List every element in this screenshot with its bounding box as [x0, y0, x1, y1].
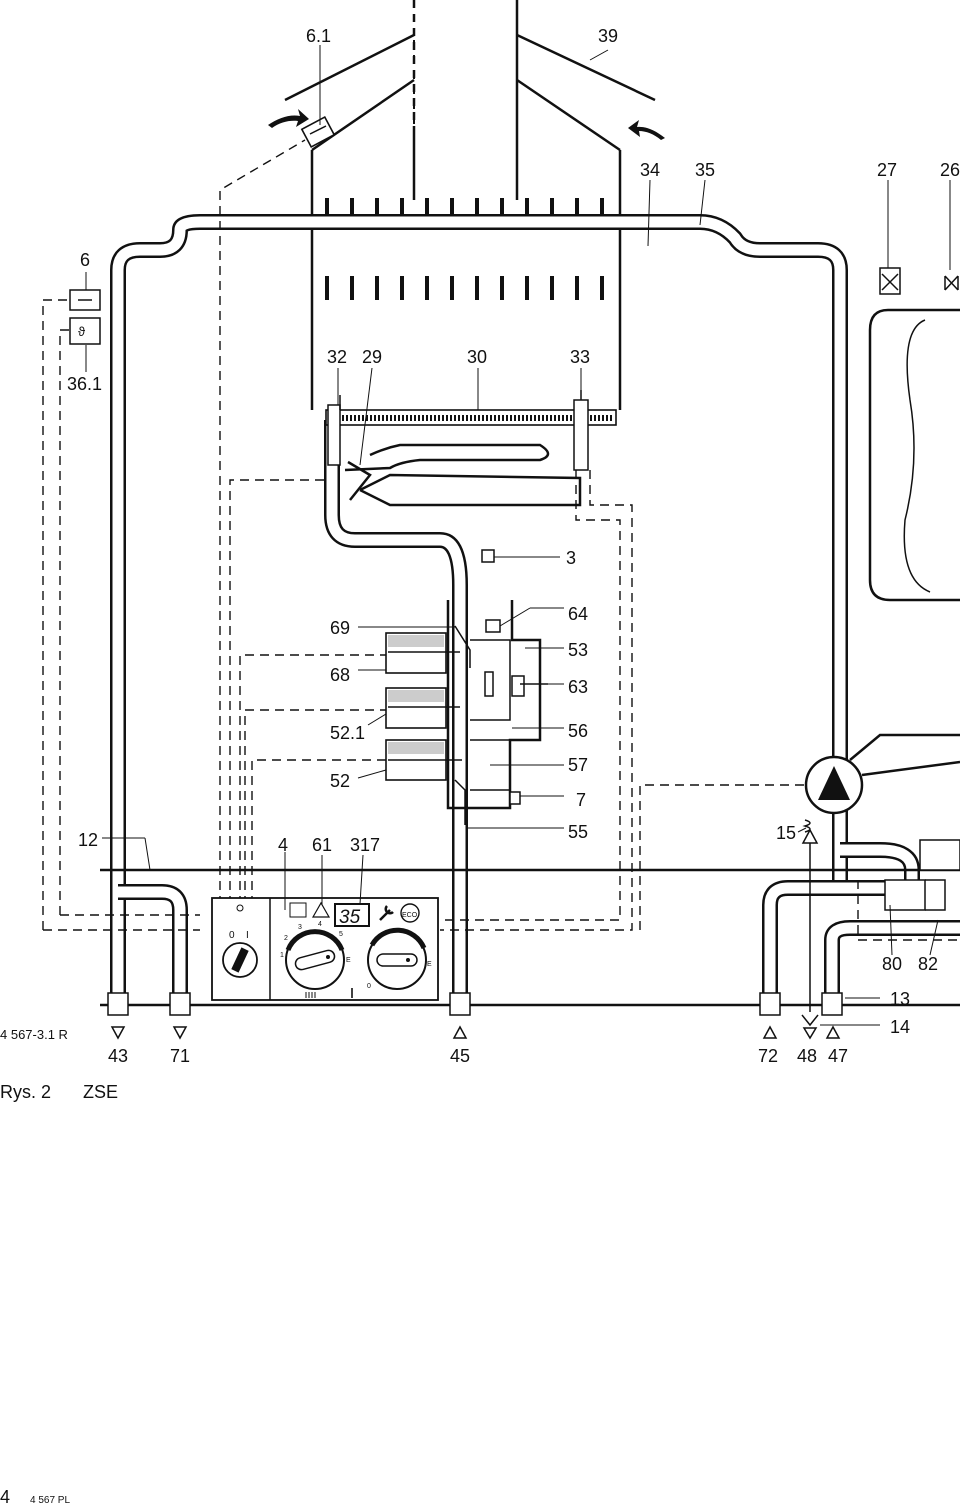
outlet-arrow-43: [110, 1026, 126, 1040]
dial1-mark-e: E: [346, 957, 351, 964]
label-45: 45: [450, 1046, 470, 1066]
label-43: 43: [108, 1046, 128, 1066]
flame-warning-icon: [311, 901, 331, 918]
safety-valve: [801, 819, 819, 1012]
label-6-1: 6.1: [306, 26, 331, 46]
airflow-arrow-right: [628, 120, 665, 140]
inlet-arrow-45: [452, 1025, 468, 1039]
control-panel: 0 I 35 ECO 1 2 3 4 5 E 0 E: [211, 897, 439, 1001]
label-69: 69: [330, 618, 350, 638]
label-55: 55: [568, 822, 588, 842]
label-317: 317: [350, 835, 380, 855]
pump-arrow-icon: [818, 766, 850, 800]
label-36-1: 36.1: [67, 374, 102, 394]
label-29: 29: [362, 347, 382, 367]
figure-caption: 4 567-3.1 R Rys. 2 ZSE 4 4 567 PL: [0, 1027, 118, 1507]
label-39: 39: [598, 26, 618, 46]
label-53: 53: [568, 640, 588, 660]
dial1-mark-1: 1: [280, 952, 284, 959]
control-wiring: [42, 139, 960, 941]
label-80: 80: [882, 954, 902, 974]
dial1-mark-5: 5: [339, 931, 343, 938]
flue-sensor-icon: [300, 115, 336, 149]
label-13: 13: [890, 989, 910, 1009]
ignition-electrode-icon: [327, 404, 341, 466]
label-35: 35: [695, 160, 715, 180]
label-7: 7: [576, 790, 586, 810]
label-64: 64: [568, 604, 588, 624]
label-4: 4: [278, 835, 288, 855]
label-72: 72: [758, 1046, 778, 1066]
label-57: 57: [568, 755, 588, 775]
temperature-limiter: ϑ: [69, 289, 101, 345]
outlet-arrow-71: [172, 1026, 188, 1040]
label-71: 71: [170, 1046, 190, 1066]
dial2-mark-0: 0: [367, 983, 371, 990]
service-icons: [289, 901, 331, 918]
page-number: 4: [0, 1487, 10, 1507]
label-32: 32: [327, 347, 347, 367]
temperature-sensor-icon: [69, 317, 101, 345]
label-34: 34: [640, 160, 660, 180]
label-47: 47: [828, 1046, 848, 1066]
leader-lines: [85, 45, 951, 1026]
expansion-vessel: [868, 267, 960, 602]
svg-text:ϑ: ϑ: [78, 324, 86, 339]
switch-on-label: I: [246, 930, 249, 941]
label-52-1: 52.1: [330, 723, 365, 743]
part-labels: 6.1 39 34 35 27 26 6 36.1 32 29 30 33 3 …: [67, 26, 960, 1066]
label-56: 56: [568, 721, 588, 741]
dial1-mark-3: 3: [298, 924, 302, 931]
temperature-display: [334, 903, 370, 927]
label-30: 30: [467, 347, 487, 367]
label-12: 12: [78, 830, 98, 850]
display-value: 35: [339, 907, 361, 928]
label-15: 15: [776, 823, 796, 843]
dial1-mark-4: 4: [318, 921, 322, 928]
label-27: 27: [877, 160, 897, 180]
radiator-icon: [305, 992, 316, 998]
pump: [804, 733, 960, 815]
inlet-arrow-47: [825, 1025, 841, 1039]
inlet-arrow-72: [762, 1025, 778, 1039]
gas-valve: [385, 549, 548, 825]
label-26: 26: [940, 160, 960, 180]
flue-hood: [268, 0, 665, 222]
drain-arrow-48: [801, 1014, 819, 1040]
label-52: 52: [330, 771, 350, 791]
burner: [325, 390, 617, 507]
airflow-arrow-left: [268, 109, 309, 128]
eco-button[interactable]: [400, 903, 420, 923]
label-48: 48: [797, 1046, 817, 1066]
figure-variant: ZSE: [83, 1082, 118, 1102]
label-61: 61: [312, 835, 332, 855]
label-6: 6: [80, 250, 90, 270]
dial1-mark-2: 2: [284, 935, 288, 942]
ionisation-electrode-icon: [573, 399, 589, 471]
label-63: 63: [568, 677, 588, 697]
wrench-icon[interactable]: [379, 905, 394, 921]
label-82: 82: [918, 954, 938, 974]
doc-reference: 4 567-3.1 R: [0, 1027, 68, 1042]
rail: [100, 868, 960, 1007]
connection-stubs: [107, 992, 843, 1040]
switch-off-label: 0: [229, 930, 235, 941]
label-33: 33: [570, 347, 590, 367]
diverter-components: [884, 839, 960, 911]
label-68: 68: [330, 665, 350, 685]
eco-label: ECO: [402, 912, 418, 919]
dial2-mark-e: E: [427, 961, 432, 968]
label-3: 3: [566, 548, 576, 568]
heating-pipework: [110, 214, 960, 995]
figure-number: Rys. 2: [0, 1082, 51, 1102]
label-14: 14: [890, 1017, 910, 1037]
page-code: 4 567 PL: [30, 1495, 70, 1506]
